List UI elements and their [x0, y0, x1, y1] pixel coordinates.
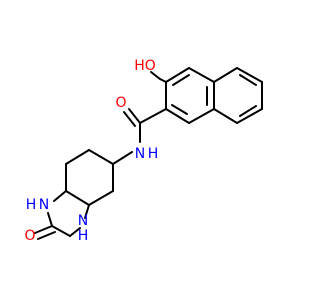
bond: [159, 78, 167, 83]
amide-oxygen-label: O: [115, 95, 126, 111]
bond: [165, 108, 190, 124]
bond: [239, 74, 257, 86]
bond: [65, 190, 90, 206]
bond: [188, 67, 215, 83]
bond: [213, 108, 238, 124]
bonds: [34, 67, 263, 240]
bond: [150, 71, 161, 80]
atom-labels: HO O N H N H N H O: [24, 58, 158, 244]
bond: [239, 105, 257, 117]
bond: [172, 74, 190, 86]
bond: [171, 104, 188, 115]
urea-nitrogen-2-label: N: [78, 213, 88, 229]
bond: [69, 227, 81, 237]
bond: [139, 108, 167, 124]
bond: [53, 190, 67, 202]
molecule-structure: HO O N H N H N H O: [24, 58, 263, 244]
urea-oxygen-label: O: [24, 228, 35, 244]
bond: [37, 231, 56, 240]
bond: [51, 225, 71, 237]
bond: [165, 67, 190, 83]
bond: [213, 67, 238, 83]
bond: [236, 67, 263, 83]
bond: [84, 204, 90, 219]
bond: [34, 225, 53, 234]
urea-hydrogen-2-label: H: [78, 228, 89, 244]
bond: [65, 149, 90, 165]
bond: [236, 108, 263, 124]
bond: [188, 108, 215, 124]
bond: [47, 212, 53, 227]
hydroxyl-label: HO: [134, 58, 156, 74]
bond: [128, 108, 141, 124]
molecule-diagram: HO O N H N H N H O: [24, 58, 263, 244]
bond: [112, 151, 133, 165]
bond: [88, 190, 114, 206]
bond: [123, 111, 136, 127]
urea-hydrogen-1-label: H: [26, 197, 37, 213]
amide-hydrogen-label: H: [148, 146, 159, 162]
urea-nitrogen-1-label: N: [39, 197, 49, 213]
amide-nitrogen-label: N: [135, 146, 145, 162]
bond: [88, 149, 114, 165]
